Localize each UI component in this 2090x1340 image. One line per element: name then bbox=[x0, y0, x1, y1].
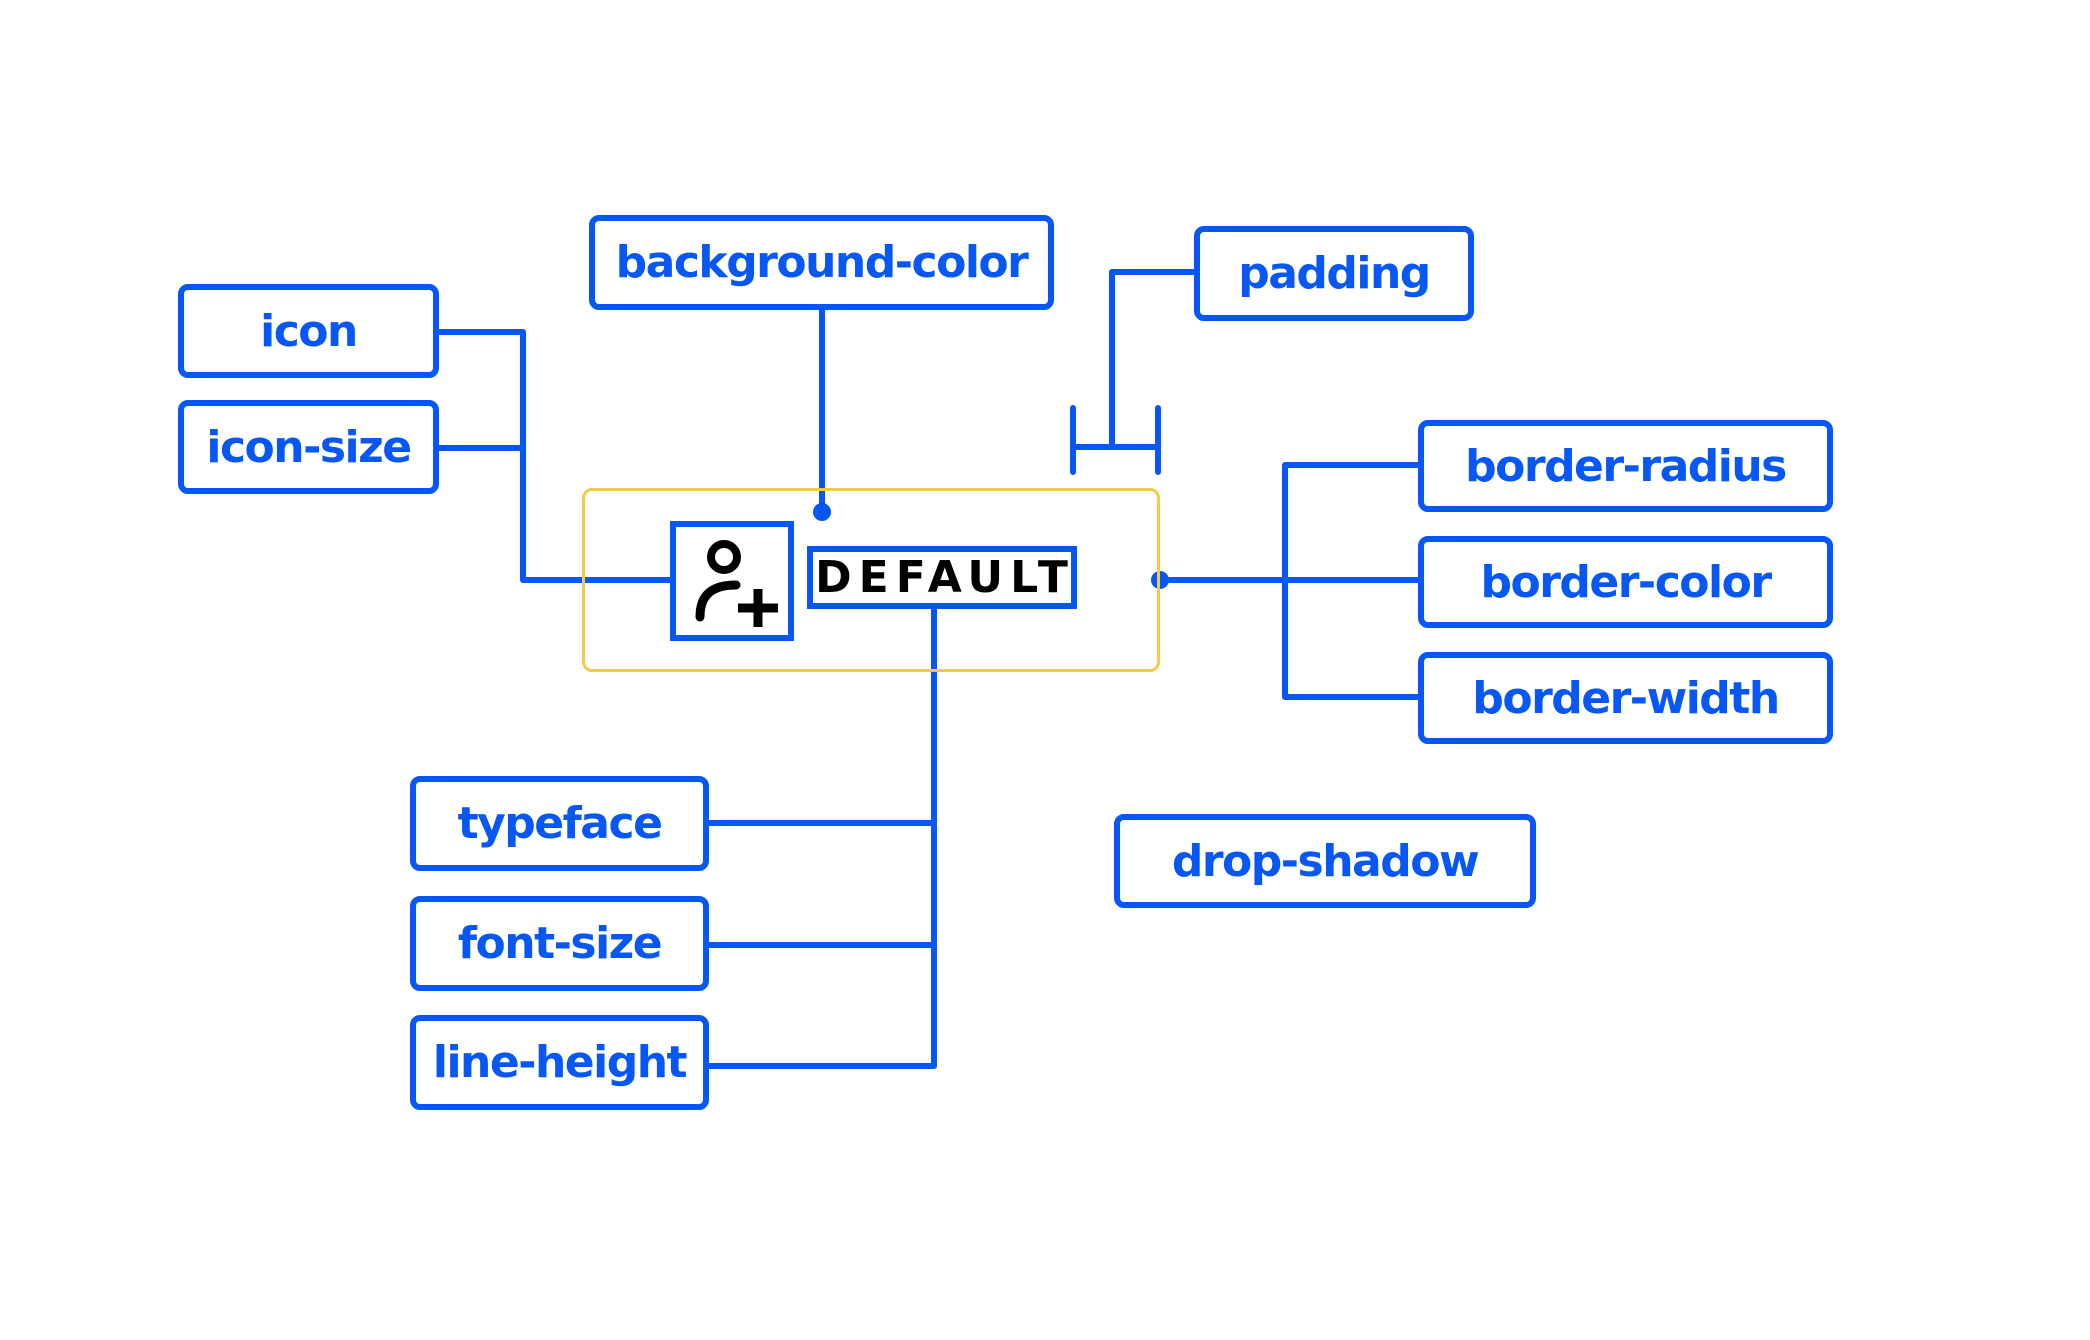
connector-border-radius bbox=[1282, 462, 1421, 700]
connector-icon bbox=[435, 329, 673, 583]
property-icon: icon bbox=[178, 284, 439, 378]
property-line-height: line-height bbox=[410, 1015, 709, 1110]
property-typeface: typeface bbox=[410, 776, 709, 871]
property-font-size: font-size bbox=[410, 896, 709, 991]
border-dot bbox=[1151, 571, 1169, 589]
padding-bracket bbox=[1070, 405, 1161, 475]
background-color-dot bbox=[813, 503, 831, 521]
property-icon-size: icon-size bbox=[178, 400, 439, 494]
button-icon-box bbox=[670, 521, 794, 641]
button-label: DEFAULT bbox=[807, 546, 1077, 609]
person-add-icon bbox=[695, 540, 778, 627]
property-border-width: border-width bbox=[1418, 652, 1833, 744]
property-drop-shadow: drop-shadow bbox=[1114, 814, 1536, 908]
property-padding: padding bbox=[1194, 226, 1474, 321]
connector-padding bbox=[1109, 269, 1197, 450]
property-border-radius: border-radius bbox=[1418, 420, 1833, 512]
property-background-color: background-color bbox=[589, 215, 1054, 310]
connector-typography bbox=[705, 606, 937, 1069]
property-border-color: border-color bbox=[1418, 536, 1833, 628]
button-frame bbox=[582, 488, 1160, 672]
